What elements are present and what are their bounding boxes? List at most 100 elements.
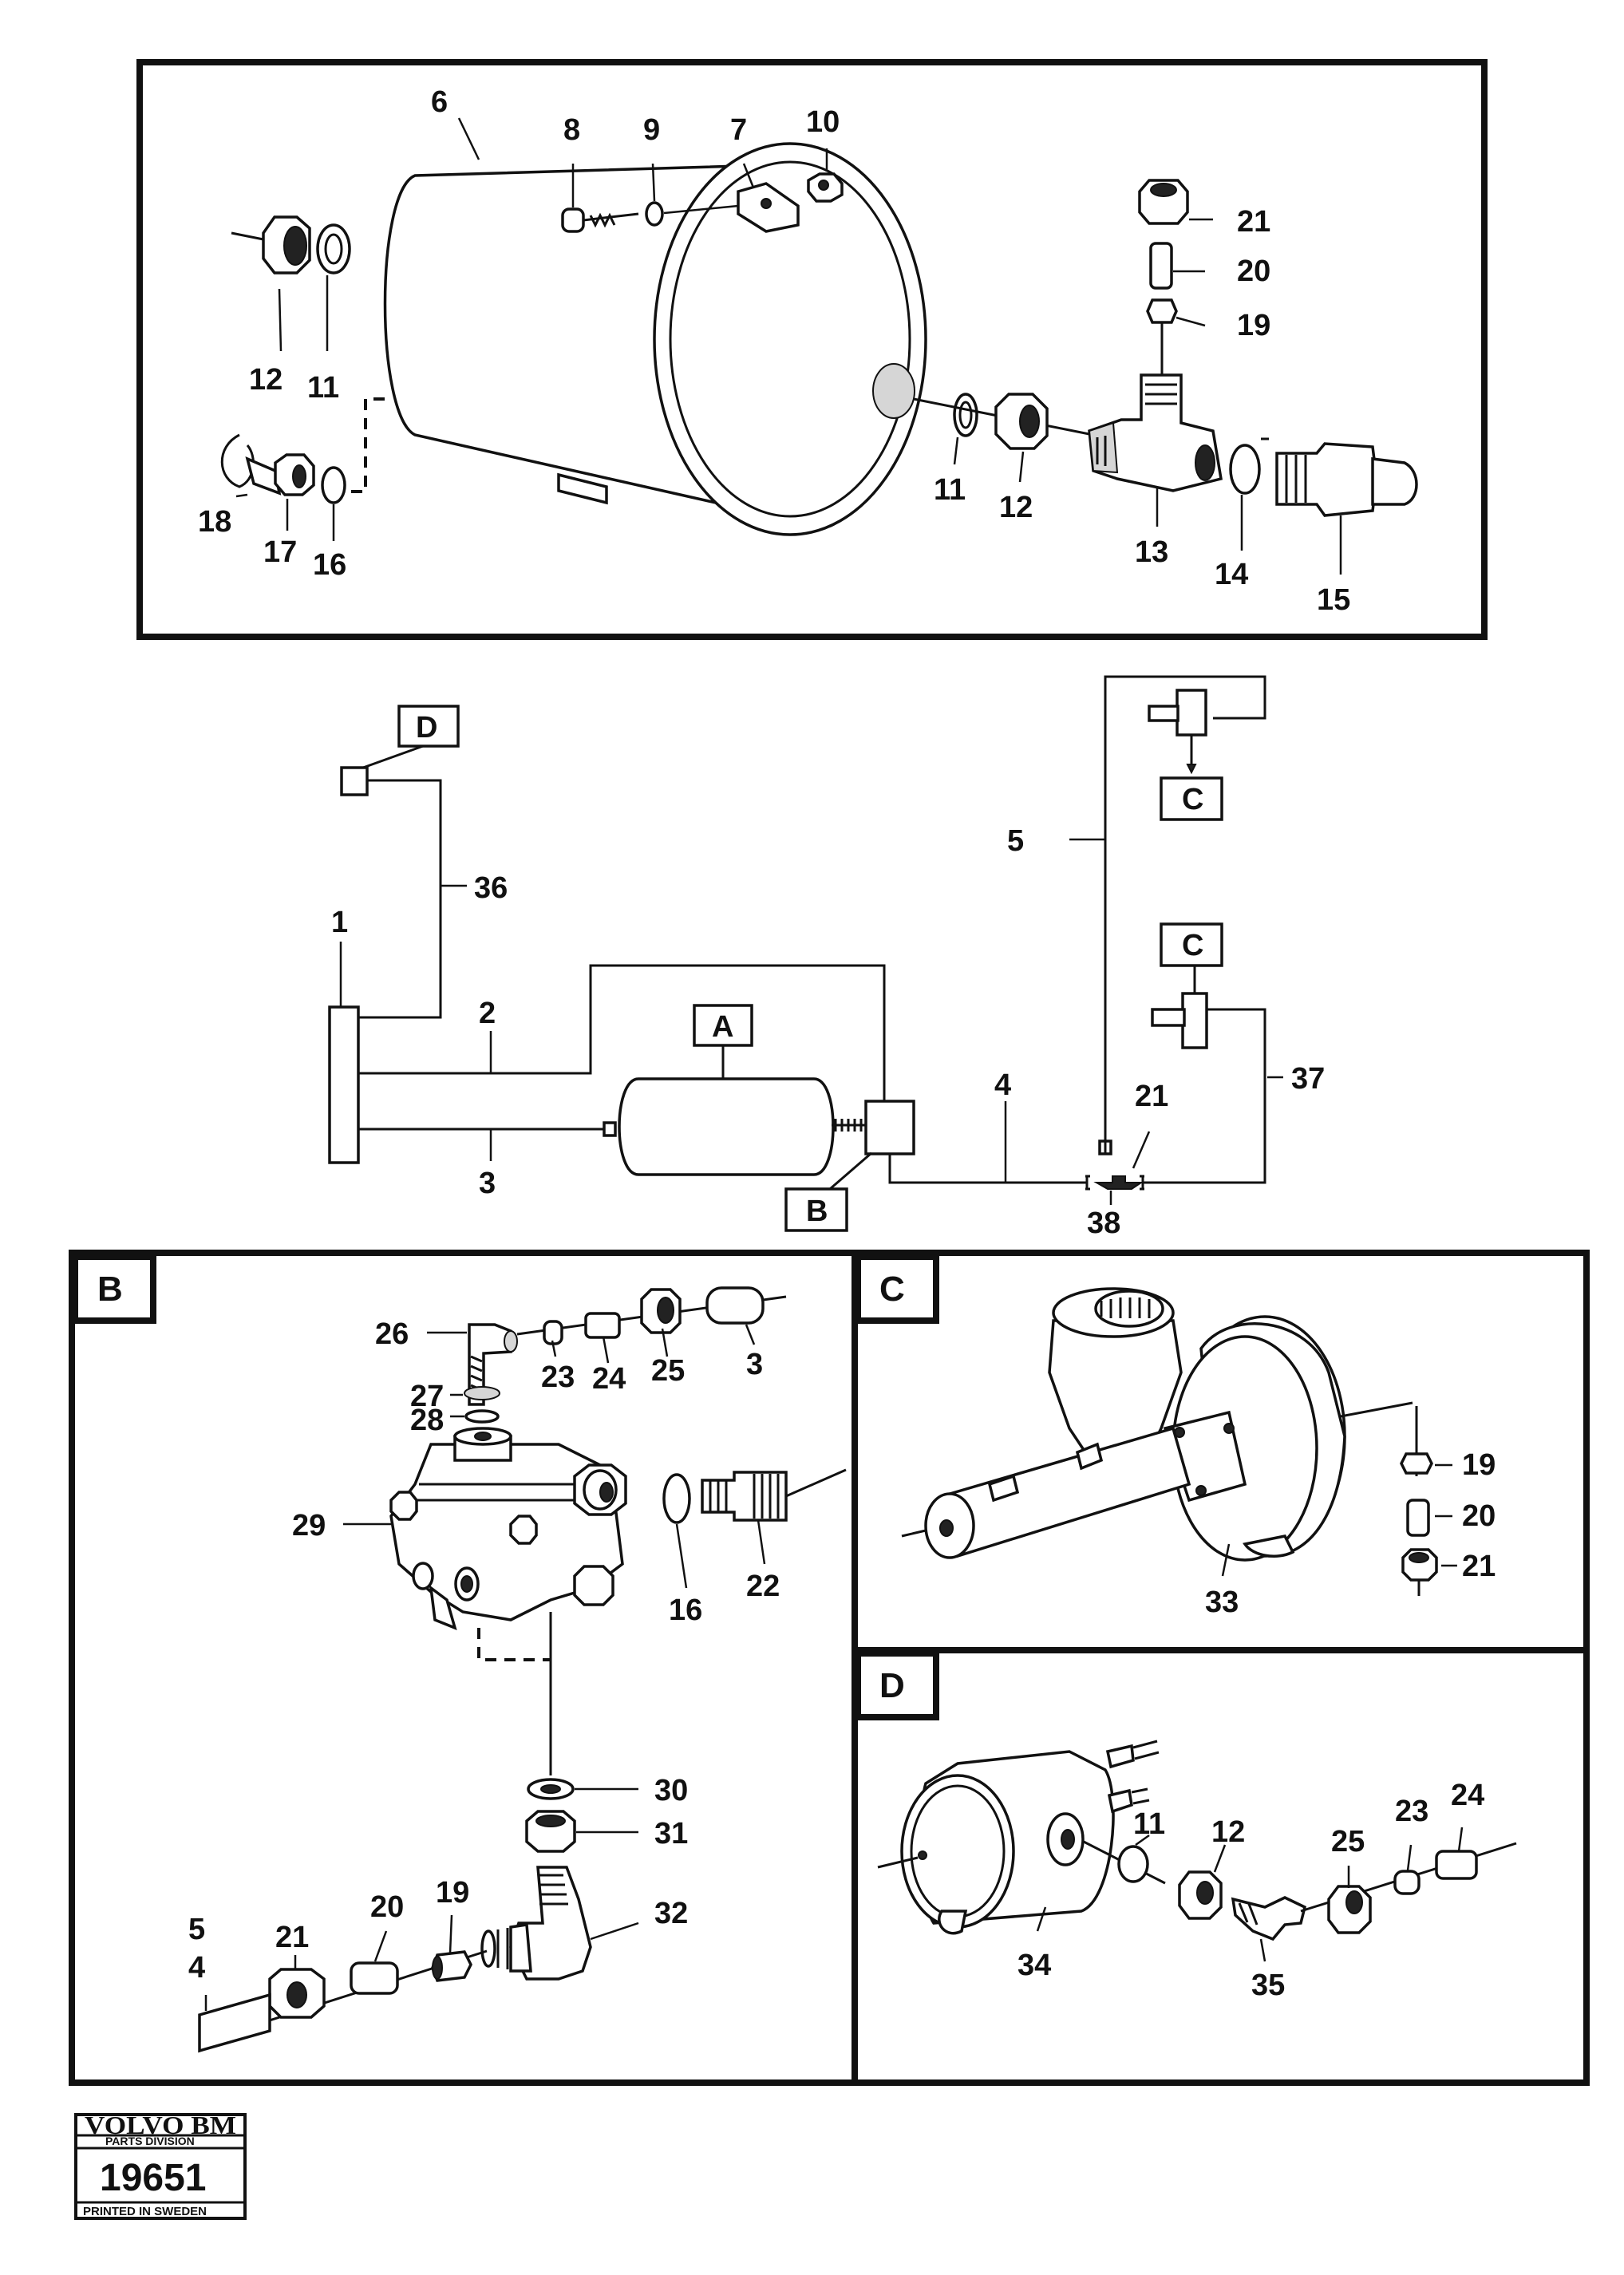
- callout-31: 31: [654, 1817, 688, 1850]
- air-system-schematic: D A B C C 1 36 2 3 4 5 37 21 38: [328, 675, 1325, 1240]
- callout-22: 22: [746, 1570, 780, 1603]
- callout-23: 23: [1395, 1795, 1428, 1828]
- callout-24: 24: [592, 1362, 626, 1396]
- callout-27: 27: [410, 1380, 444, 1413]
- callout-26: 26: [375, 1317, 409, 1351]
- callout-20: 20: [1237, 255, 1270, 288]
- unloader-valve: [389, 1427, 627, 1630]
- callout-7: 7: [730, 113, 747, 147]
- panel-b: B: [72, 1254, 847, 2053]
- callout-6: 6: [431, 85, 448, 119]
- stamp-division: PARTS DIVISION: [105, 2135, 195, 2147]
- pressure-switch: [340, 766, 369, 796]
- callout-25: 25: [651, 1354, 685, 1388]
- ref-box-a: [693, 1004, 753, 1047]
- panel-d-tag: [855, 1650, 939, 1720]
- air-tank-panel-frame: [136, 59, 1488, 640]
- callout-10: 10: [806, 105, 840, 139]
- callout-35: 35: [1251, 1969, 1285, 2002]
- callout-4: 4: [188, 1951, 205, 1985]
- ref-box-c-upper: [1160, 776, 1223, 821]
- schematic-tank: [618, 1077, 835, 1176]
- tee-connection: [1088, 373, 1223, 492]
- callout-12: 12: [249, 363, 283, 397]
- nut: [268, 1968, 326, 2019]
- sealing-ring: [1117, 1845, 1149, 1883]
- detail-panels-frame: [69, 1250, 1590, 2086]
- panel-d: D: [855, 1650, 1517, 2002]
- sealing-ring: [953, 393, 978, 437]
- nut: [525, 1810, 576, 1853]
- brake-cylinder-lower: [1151, 966, 1208, 1049]
- callout-23: 23: [541, 1361, 575, 1394]
- callout-11: 11: [1133, 1807, 1165, 1841]
- sealing-ring: [1229, 444, 1261, 495]
- callout-20: 20: [370, 1890, 404, 1924]
- callout-36: 36: [474, 871, 508, 905]
- ref-box-d: [397, 705, 460, 748]
- panel-d-tag-label: D: [879, 1666, 905, 1705]
- panel-c: C: [855, 1254, 1496, 1619]
- nut: [1401, 1548, 1438, 1596]
- callout-16: 16: [669, 1594, 702, 1627]
- catalog-stamp: VOLVO BM PARTS DIVISION 19651 PRINTED IN…: [74, 2111, 247, 2220]
- callout-21: 21: [1462, 1550, 1496, 1583]
- callout-3: 3: [479, 1167, 496, 1200]
- elbow-union: [468, 1323, 518, 1406]
- ref-box-d-label: D: [416, 711, 437, 745]
- callout-20: 20: [1462, 1499, 1496, 1533]
- panel-c-tag-label: C: [879, 1270, 905, 1309]
- callout-15: 15: [1317, 583, 1350, 617]
- bracket: [737, 182, 800, 233]
- stamp-frame: [74, 2113, 247, 2220]
- callout-16: 16: [313, 548, 346, 582]
- brake-cylinder-upper: [1148, 689, 1207, 775]
- callout-30: 30: [654, 1774, 688, 1807]
- sealing-ring: [662, 1473, 691, 1524]
- unloader-valve: [864, 1100, 915, 1155]
- stamp-brand: VOLVO BM: [85, 2111, 236, 2139]
- sleeve: [584, 1312, 621, 1339]
- hose: [705, 1286, 765, 1325]
- sleeve: [1149, 242, 1173, 290]
- sleeve: [350, 1961, 399, 1995]
- callout-19: 19: [1237, 309, 1270, 342]
- sealing-ring: [316, 223, 351, 275]
- compressor: [328, 1005, 360, 1164]
- callout-24: 24: [1451, 1779, 1484, 1812]
- callout-12b: 12: [999, 491, 1033, 524]
- elbow-union: [1231, 1896, 1307, 1941]
- callout-21: 21: [275, 1921, 309, 1954]
- ref-box-c-lower-label: C: [1182, 929, 1203, 962]
- callout-38: 38: [1087, 1207, 1120, 1240]
- nipple: [1393, 1870, 1421, 1895]
- callout-28: 28: [410, 1404, 444, 1437]
- callout-1: 1: [331, 906, 348, 939]
- elbow-union: [480, 1866, 592, 1981]
- nut: [1327, 1885, 1372, 1934]
- nipple: [431, 1950, 472, 1982]
- union-nut: [1178, 1870, 1223, 1920]
- washer: [464, 1409, 500, 1424]
- callout-21: 21: [1237, 205, 1270, 239]
- callout-34: 34: [1017, 1949, 1051, 1982]
- callout-12: 12: [1211, 1815, 1245, 1849]
- sealing-ring: [321, 466, 346, 504]
- ref-box-c-upper-label: C: [1182, 783, 1203, 816]
- air-tank: [383, 142, 927, 536]
- callout-32: 32: [654, 1897, 688, 1930]
- callout-13: 13: [1135, 535, 1168, 569]
- callout-5: 5: [1007, 824, 1024, 858]
- stamp-footer: PRINTED IN SWEDEN: [83, 2205, 207, 2218]
- sleeve: [1406, 1499, 1430, 1537]
- panel-b-tag-label: B: [97, 1270, 123, 1309]
- callout-17: 17: [263, 535, 297, 569]
- callout-2: 2: [479, 997, 496, 1030]
- test-connector: [1275, 442, 1418, 517]
- callout-3: 3: [746, 1348, 763, 1381]
- callout-11: 11: [307, 371, 339, 405]
- callout-19: 19: [1462, 1448, 1496, 1482]
- nut: [231, 215, 311, 275]
- washer: [645, 201, 664, 227]
